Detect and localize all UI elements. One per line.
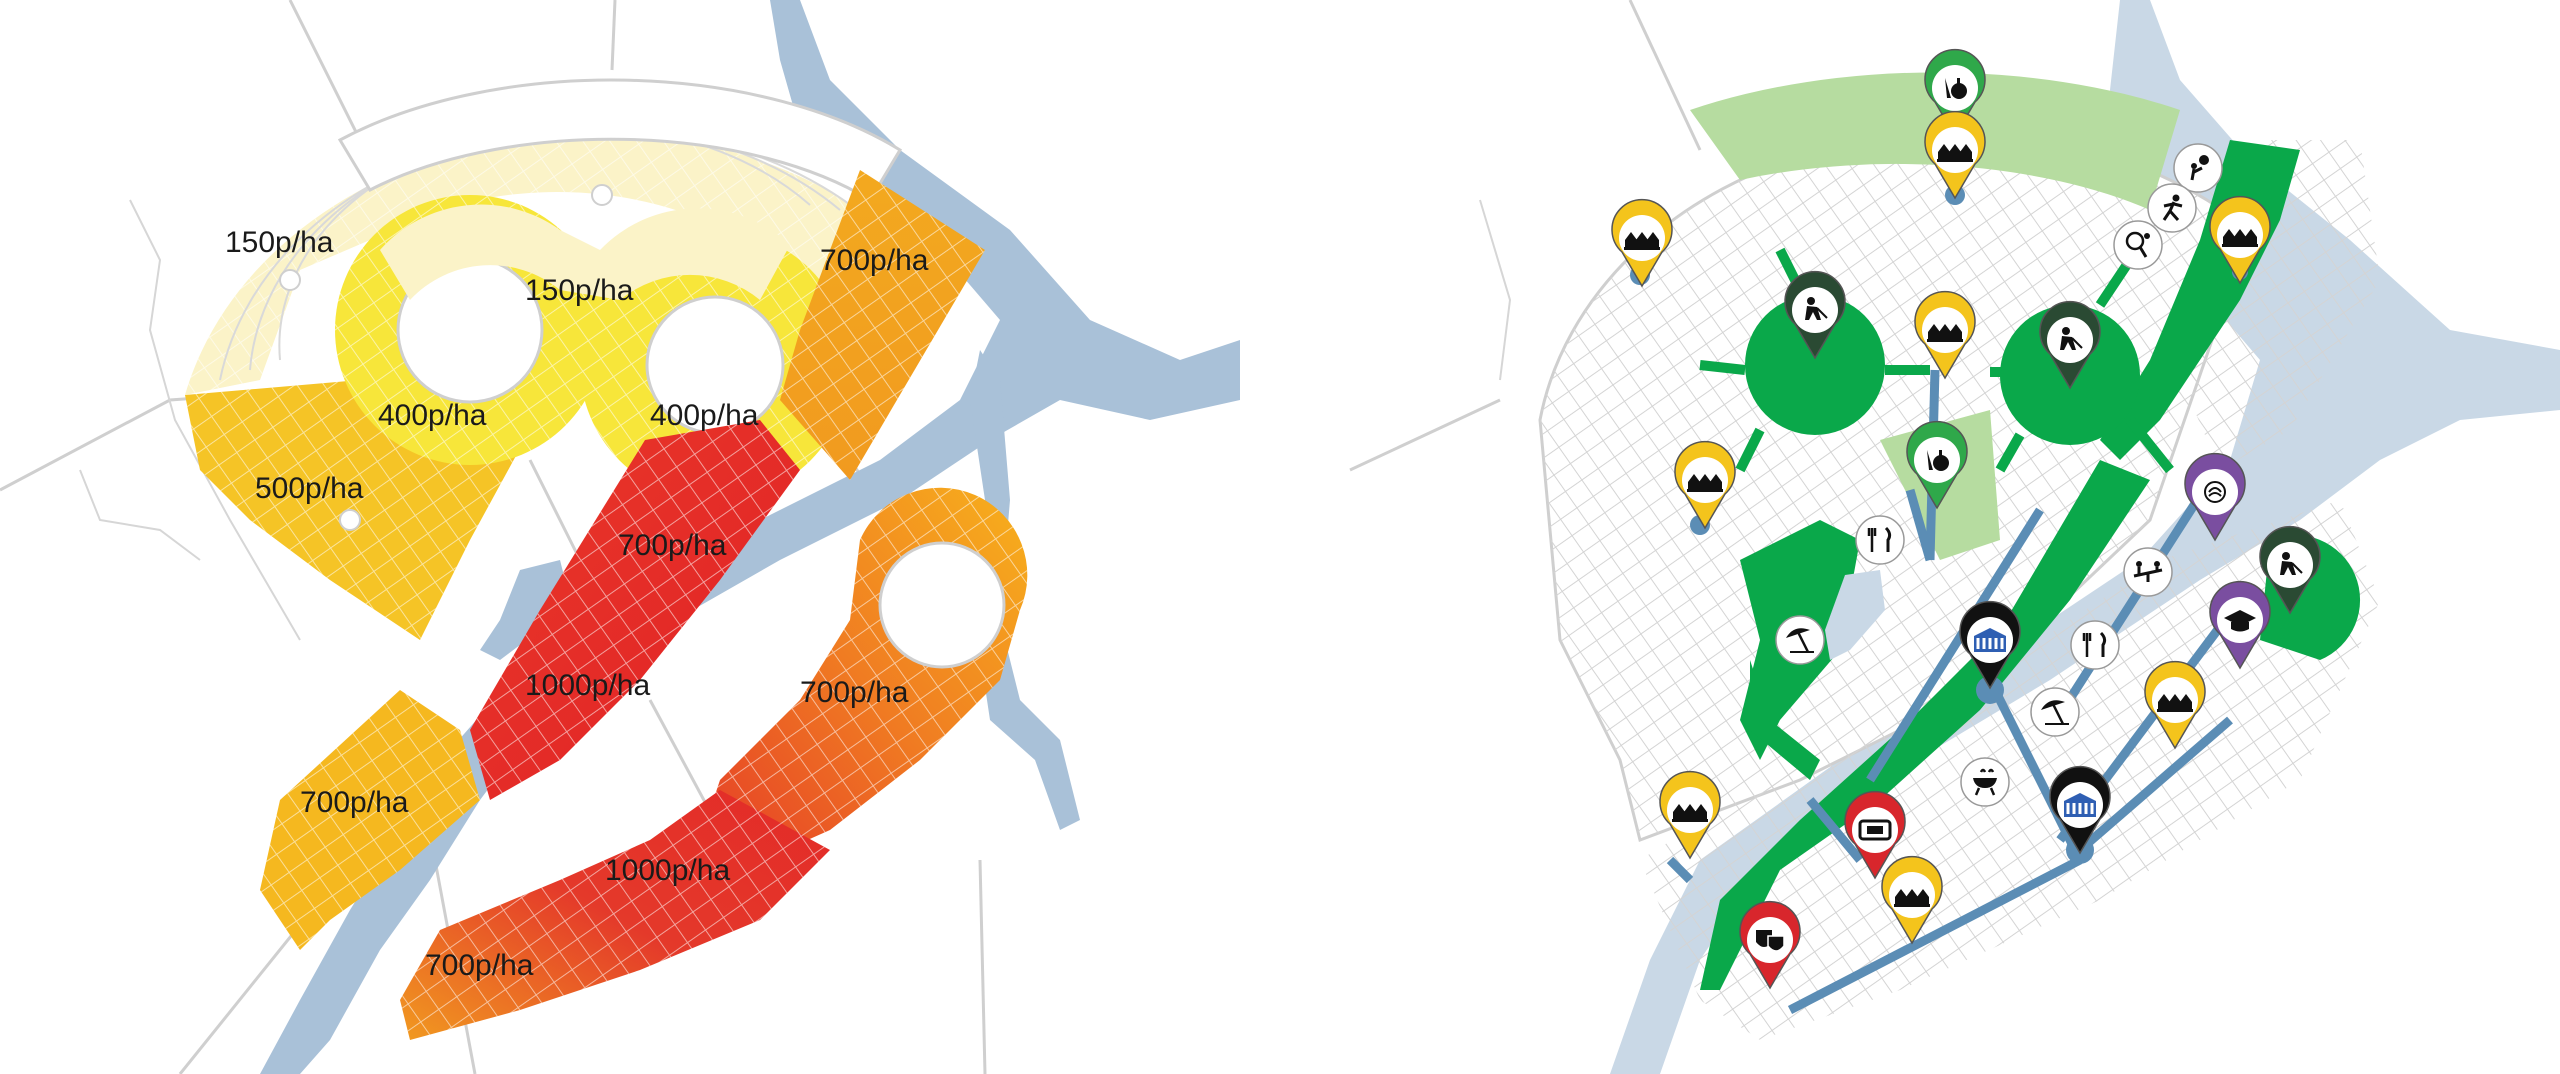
road-network-right xyxy=(1349,0,1702,472)
housing-icon xyxy=(1927,324,1963,342)
map-circle-icons xyxy=(1775,143,2223,807)
pin-market-center xyxy=(1906,420,1968,510)
node-circle xyxy=(279,269,301,291)
density-label-700-south: 700p/ha xyxy=(425,949,534,982)
restaurant-icon xyxy=(2082,631,2107,657)
volleyball-icon xyxy=(2190,155,2209,181)
ring-cover-top xyxy=(380,204,790,300)
lake xyxy=(480,560,570,660)
density-labels: 150p/ha 150p/ha 700p/ha 400p/ha 400p/ha … xyxy=(225,226,929,982)
gardening-icon xyxy=(2280,552,2303,575)
playground-icon xyxy=(2133,561,2163,582)
river-tributary xyxy=(970,350,1080,830)
icon-circle-background xyxy=(2030,687,2080,737)
map-pins xyxy=(1611,48,2321,990)
restaurant-icon xyxy=(1867,526,1892,552)
pin-civic-center xyxy=(1959,600,2021,690)
icon-circle-background xyxy=(1855,515,1905,565)
icon-restaurant-west xyxy=(1855,515,1905,565)
running-icon xyxy=(2162,194,2183,221)
gardening-icon xyxy=(1805,297,1828,320)
icon-barbecue xyxy=(1960,757,2010,807)
south-grid-area xyxy=(1640,500,2380,1040)
brain-icon xyxy=(2204,481,2226,503)
pin-housing-center xyxy=(1914,290,1976,380)
pin-gardening-west xyxy=(1784,270,1846,360)
civic-building-icon xyxy=(2064,793,2096,817)
icon-tennis xyxy=(2113,220,2163,270)
graduation-cap-icon xyxy=(2224,610,2256,632)
housing-icon xyxy=(2222,229,2258,247)
icon-volleyball xyxy=(2173,143,2223,193)
housing-icon xyxy=(1672,804,1708,822)
housing-icon xyxy=(1894,889,1930,907)
icon-circle-background xyxy=(2173,143,2223,193)
market-icon xyxy=(1945,78,1967,99)
pin-housing-west xyxy=(1674,440,1736,530)
icon-running xyxy=(2147,183,2197,233)
pin-education-east xyxy=(2209,580,2271,670)
housing-icon xyxy=(2157,694,2193,712)
east-ring-hole xyxy=(878,541,1006,669)
zone-700-northeast-grid xyxy=(780,170,985,480)
density-label-1000-south: 1000p/ha xyxy=(605,854,730,887)
density-label-700-southwest: 700p/ha xyxy=(300,786,409,819)
icon-beach-west xyxy=(1775,615,1825,665)
housing-icon xyxy=(1937,144,1973,162)
icon-playground xyxy=(2123,547,2173,597)
park-circle-west xyxy=(1745,295,1885,435)
pin-housing-east xyxy=(2144,660,2206,750)
pin-cinema xyxy=(1844,790,1906,880)
zone-outer-north xyxy=(337,78,903,203)
icon-circle-background xyxy=(1775,615,1825,665)
icon-beach-center xyxy=(2030,687,2080,737)
density-label-700-east: 700p/ha xyxy=(800,676,909,709)
density-label-1000-middle: 1000p/ha xyxy=(525,669,650,702)
housing-icon xyxy=(1624,232,1660,250)
pin-housing-nw xyxy=(1611,198,1673,288)
icon-circle-background xyxy=(2070,620,2120,670)
icon-restaurant-east xyxy=(2070,620,2120,670)
tennis-icon xyxy=(2125,231,2150,258)
node-circle xyxy=(339,509,361,531)
density-label-150-west: 150p/ha xyxy=(225,226,334,259)
density-label-400-east: 400p/ha xyxy=(650,399,759,432)
pin-civic-south xyxy=(2049,765,2111,855)
zone-low-north-grid xyxy=(185,132,900,395)
beach-umbrella-icon xyxy=(2041,700,2069,725)
pin-housing-south xyxy=(1881,855,1943,945)
civic-building-icon xyxy=(1974,628,2006,652)
barbecue-icon xyxy=(1973,768,1997,796)
pin-housing-sw xyxy=(1659,770,1721,860)
cinema-icon xyxy=(1858,819,1892,841)
zone-700-southwest-grid xyxy=(260,690,480,950)
zone-1000-south-grid xyxy=(400,790,830,1040)
density-label-500: 500p/ha xyxy=(255,472,364,505)
theatre-masks-icon xyxy=(1756,930,1785,952)
density-label-400-west: 400p/ha xyxy=(378,399,487,432)
pin-housing-top xyxy=(1924,110,1986,200)
gardening-icon xyxy=(2060,327,2083,350)
pin-theatre xyxy=(1739,900,1801,990)
pin-market-top xyxy=(1924,48,1986,138)
market-icon xyxy=(1927,450,1949,471)
green-infrastructure-map xyxy=(1349,0,2560,1074)
density-label-150-center: 150p/ha xyxy=(525,274,634,307)
pin-science-east xyxy=(2184,452,2246,542)
icon-circle-background xyxy=(2113,220,2163,270)
density-label-700-middle: 700p/ha xyxy=(618,529,727,562)
lake-right xyxy=(1825,570,1885,660)
density-map: 150p/ha 150p/ha 700p/ha 400p/ha 400p/ha … xyxy=(0,0,1240,1074)
pin-gardening-far-east xyxy=(2259,525,2321,615)
pin-housing-ne xyxy=(2209,195,2271,285)
pin-gardening-east xyxy=(2039,300,2101,390)
housing-icon xyxy=(1687,474,1723,492)
zone-1000-middle-grid xyxy=(470,420,800,800)
node-circle xyxy=(591,184,613,206)
beach-umbrella-icon xyxy=(1786,628,1814,653)
density-label-700-northeast: 700p/ha xyxy=(820,244,929,277)
zone-400-east-ring xyxy=(580,230,850,500)
